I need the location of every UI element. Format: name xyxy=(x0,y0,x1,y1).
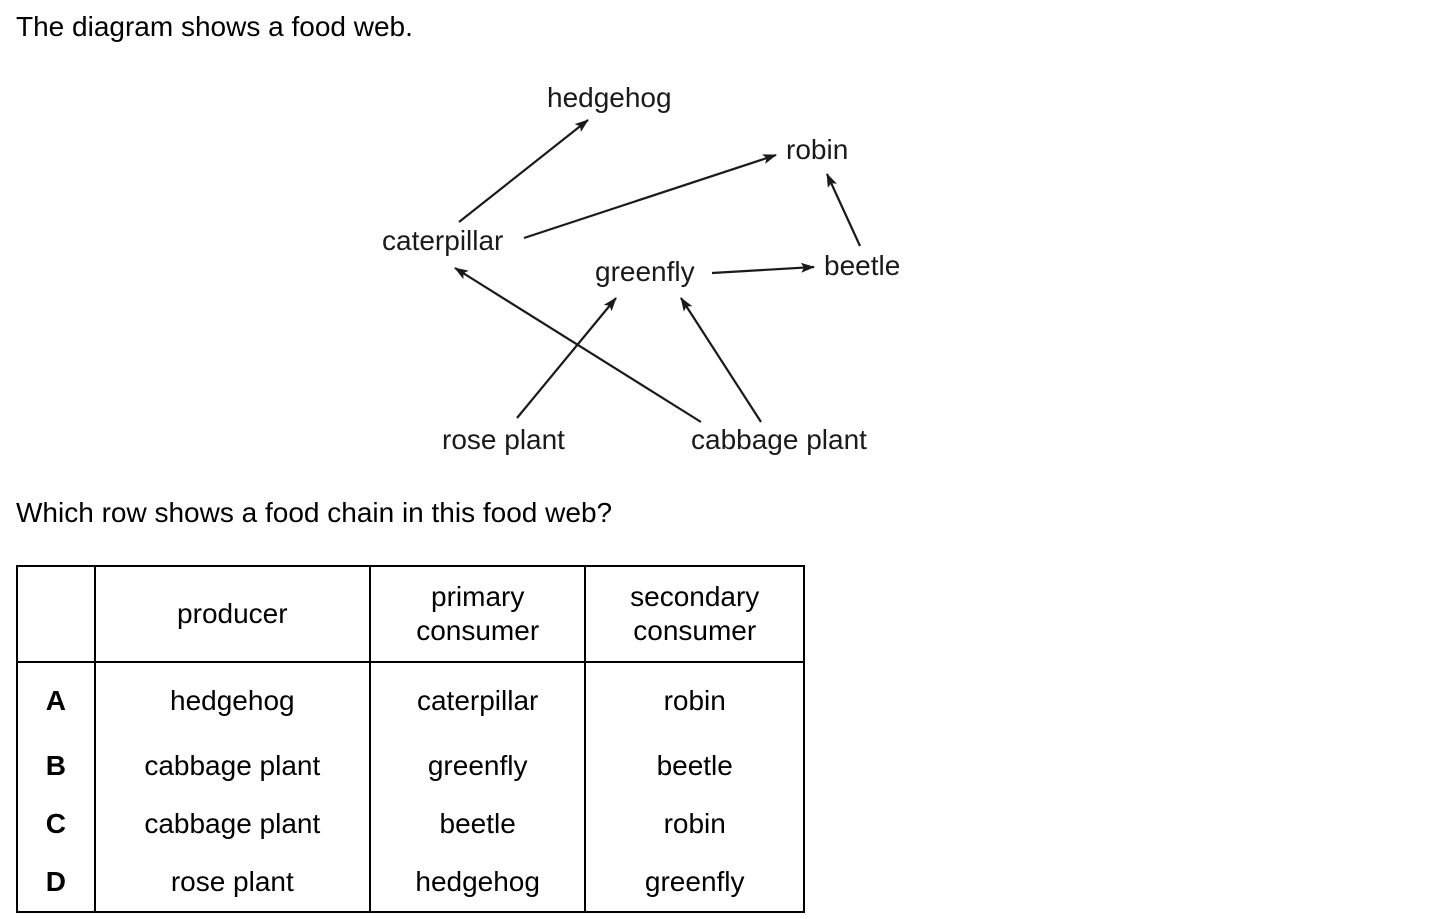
node-cabbage-plant: cabbage plant xyxy=(691,424,867,455)
table-row: A hedgehog caterpillar robin xyxy=(16,662,805,737)
table-row: C cabbage plant beetle robin xyxy=(16,795,805,853)
row-letter: A xyxy=(16,662,96,737)
answer-table: producer primary consumer secondary cons… xyxy=(16,565,805,913)
arrow-beetle-to-robin xyxy=(826,173,861,247)
header-primary-consumer: primary consumer xyxy=(368,565,587,663)
header-producer: producer xyxy=(93,565,371,663)
header-secondary-consumer: secondary consumer xyxy=(584,565,805,663)
arrow-cabbage-plant-to-greenfly xyxy=(680,297,762,423)
intro-text: The diagram shows a food web. xyxy=(16,11,413,42)
cell-producer: hedgehog xyxy=(93,662,371,737)
cell-secondary-consumer: robin xyxy=(584,795,805,853)
cell-primary-consumer: hedgehog xyxy=(368,853,587,913)
row-letter: B xyxy=(16,737,96,795)
header-primary-line2: consumer xyxy=(416,615,540,646)
row-letter: D xyxy=(16,853,96,913)
node-caterpillar: caterpillar xyxy=(382,225,503,256)
row-letter: C xyxy=(16,795,96,853)
node-robin: robin xyxy=(786,134,848,165)
table-header-row: producer primary consumer secondary cons… xyxy=(16,565,805,663)
table-row: D rose plant hedgehog greenfly xyxy=(16,853,805,913)
node-rose-plant: rose plant xyxy=(442,424,565,455)
header-secondary-line1: secondary xyxy=(630,581,760,612)
arrow-caterpillar-to-hedgehog xyxy=(458,119,589,223)
cell-producer: cabbage plant xyxy=(93,737,371,795)
header-blank xyxy=(16,565,96,663)
arrow-rose-plant-to-greenfly xyxy=(516,297,617,419)
header-secondary-line2: consumer xyxy=(633,615,757,646)
node-hedgehog: hedgehog xyxy=(547,82,672,113)
arrow-greenfly-to-beetle xyxy=(711,262,815,275)
header-primary-line1: primary xyxy=(431,581,525,612)
cell-secondary-consumer: greenfly xyxy=(584,853,805,913)
cell-primary-consumer: beetle xyxy=(368,795,587,853)
table-row: B cabbage plant greenfly beetle xyxy=(16,737,805,795)
arrow-cabbage-plant-to-caterpillar xyxy=(454,267,702,423)
question-text: Which row shows a food chain in this foo… xyxy=(16,497,613,528)
cell-secondary-consumer: beetle xyxy=(584,737,805,795)
arrow-caterpillar-to-robin xyxy=(523,153,777,240)
cell-secondary-consumer: robin xyxy=(584,662,805,737)
food-web-diagram: hedgehog robin caterpillar greenfly beet… xyxy=(382,82,900,455)
cell-producer: cabbage plant xyxy=(93,795,371,853)
cell-producer: rose plant xyxy=(93,853,371,913)
cell-primary-consumer: greenfly xyxy=(368,737,587,795)
node-beetle: beetle xyxy=(824,250,900,281)
node-greenfly: greenfly xyxy=(595,256,695,287)
cell-primary-consumer: caterpillar xyxy=(368,662,587,737)
